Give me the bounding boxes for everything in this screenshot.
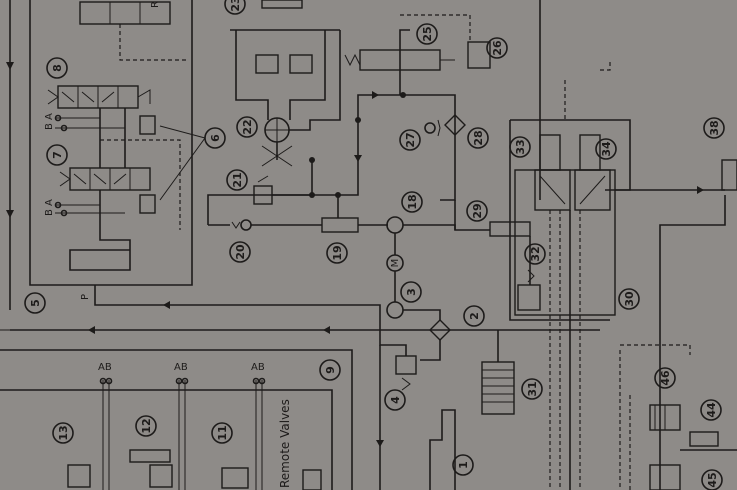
callout-6: 6 [209,134,222,142]
port-label-ab-3: AB [251,362,265,373]
pump-assembly-22 [207,0,341,225]
callout-34: 34 [600,141,613,157]
right-components [619,159,737,490]
callout-7: 7 [51,151,64,159]
callout-11: 11 [216,425,229,440]
callout-30: 30 [623,291,636,307]
callout-labels: 8 7 6 5 22 23 21 20 19 18 3 2 4 1 9 13 1… [29,0,721,488]
motor-label: M [390,259,401,268]
callout-46: 46 [659,370,672,386]
callout-21: 21 [231,172,244,187]
port-lines [54,114,125,217]
callout-44: 44 [705,402,718,418]
callout-12: 12 [140,418,153,433]
callout-26: 26 [491,40,504,56]
remote-valves-label: Remote Valves [278,399,292,488]
callout-5: 5 [29,299,42,307]
callout-38: 38 [708,120,721,135]
callout-19: 19 [331,245,344,260]
callout-25: 25 [421,26,434,41]
callout-28: 28 [472,130,485,145]
callout-markers [24,0,725,490]
directional-valve-8 [47,1,188,109]
filter-28 [424,114,466,137]
callout-33: 33 [514,139,527,154]
valve-block-frame [0,0,600,334]
remote-valves-frame [0,349,353,490]
port-label-p: P [80,294,91,300]
callout-29: 29 [471,203,484,218]
directional-valve-7 [59,108,381,330]
port-label-ab-2: AB [174,362,188,373]
callout-45: 45 [706,472,719,487]
callout-13: 13 [57,425,70,440]
radiator-31 [481,330,515,415]
main-supply-line [208,29,456,233]
relief-valve-4 [376,330,417,490]
callout-1: 1 [457,461,470,469]
callout-20: 20 [234,244,247,260]
callout-9: 9 [324,366,337,374]
port-label-ab-1: AB [98,362,112,373]
callout-23: 23 [229,0,242,12]
port-labels: B A B A P AB AB AB M R Remote Valves [44,1,401,488]
reservoir-1 [429,409,456,490]
steering-valve-block [454,60,726,490]
callout-4: 4 [389,396,402,404]
callout-31: 31 [526,381,539,396]
callout-6-leaders [159,125,206,201]
callout-22: 22 [241,119,254,134]
callout-27: 27 [404,132,417,147]
port-label-ba-upper: B A [44,113,55,130]
callout-18: 18 [406,194,419,209]
callout-8: 8 [51,64,64,72]
callout-3: 3 [405,288,418,296]
port-label-ba-lower: B A [44,199,55,216]
callout-32: 32 [529,246,542,261]
port-label-r: R [150,1,161,8]
relief-valve-21 [253,175,312,205]
callout-2: 2 [468,312,481,320]
